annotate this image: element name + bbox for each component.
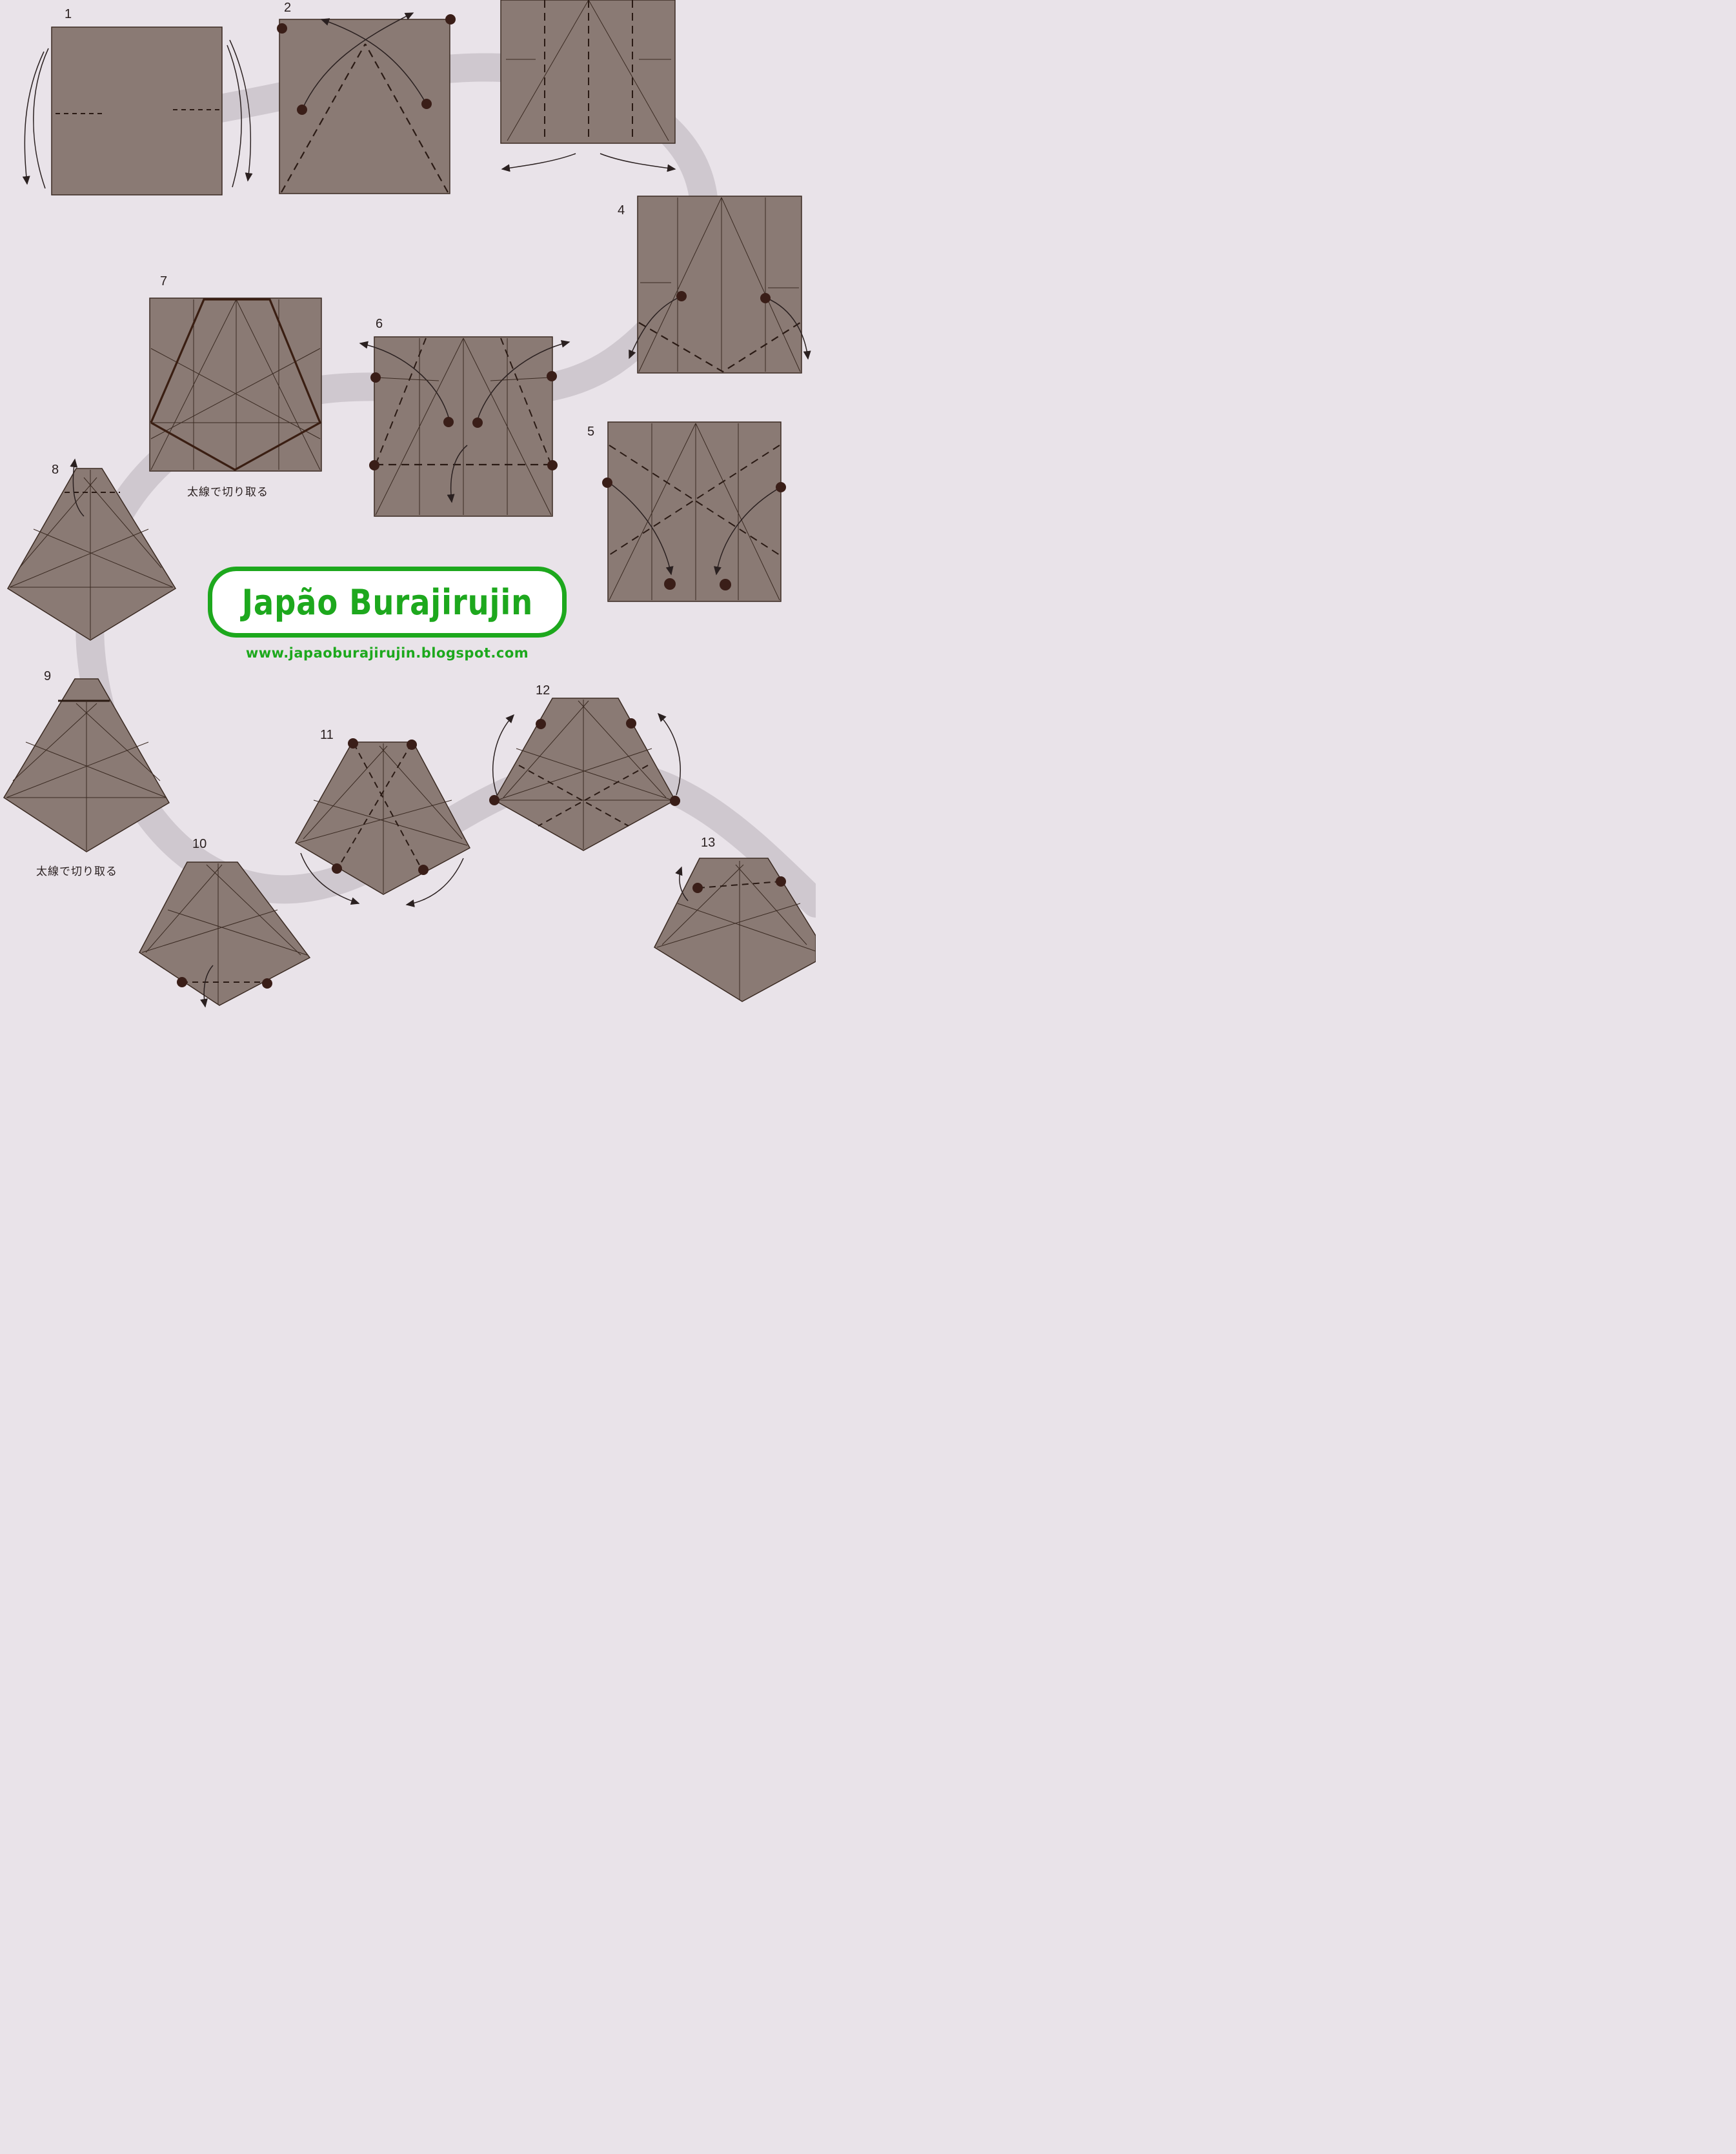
watermark-logo: Japão Burajirujin [208,567,567,638]
diagram-page: 1 2 4 5 6 7 8 9 10 11 12 13 [0,0,816,1012]
step-number-6: 6 [376,317,383,331]
cut-instruction-step9: 太線で切り取る [36,862,117,878]
watermark-title: Japão Burajirujin [241,582,532,623]
step-number-5: 5 [587,425,594,439]
step-5-diagram [602,422,786,601]
step-number-9: 9 [44,669,51,683]
step-number-10: 10 [192,837,207,851]
step-6-diagram [360,337,569,516]
watermark-url: www.japaoburajirujin.blogspot.com [208,645,567,661]
step-number-2: 2 [284,1,291,15]
step-3-diagram [501,0,675,169]
step-number-13: 13 [701,836,715,850]
step-number-1: 1 [65,7,72,21]
step-number-12: 12 [536,683,550,698]
step-7-diagram [150,298,321,471]
step-2-diagram [277,13,456,194]
step-number-8: 8 [52,463,59,477]
step-1-diagram [25,27,250,195]
step-4-diagram [629,196,808,373]
cut-instruction-step7: 太線で切り取る [187,483,268,499]
step-12-diagram [489,698,680,851]
step-number-4: 4 [618,203,625,217]
folding-diagram: 1 2 4 5 6 7 8 9 10 11 12 13 [0,0,816,1012]
step-number-11: 11 [320,728,334,742]
step-number-7: 7 [160,274,167,288]
